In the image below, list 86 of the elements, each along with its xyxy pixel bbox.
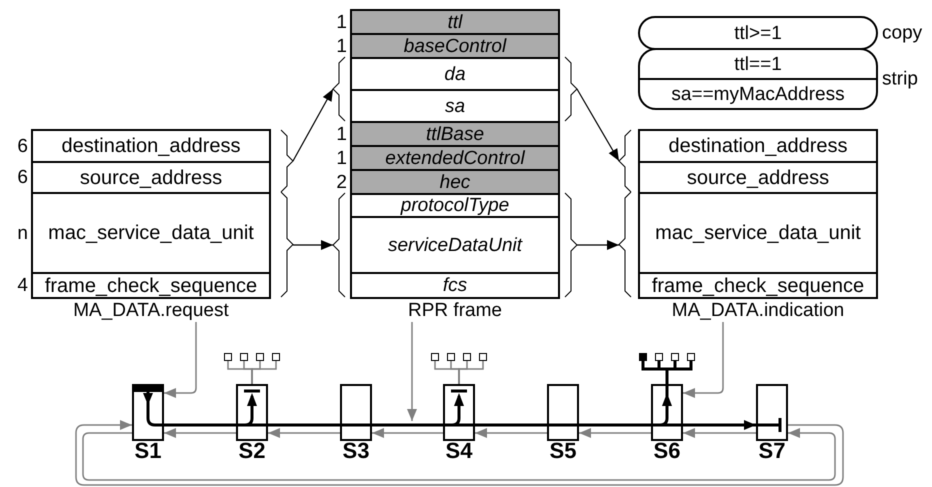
field-label: sa <box>444 96 466 116</box>
field-size: 2 <box>336 172 347 192</box>
leader-line <box>164 322 197 398</box>
ring-arrow <box>268 428 340 438</box>
frame-caption: MA_DATA.request <box>72 300 230 322</box>
action-label: copy <box>882 24 922 42</box>
field-label: da <box>444 64 466 84</box>
station-label: S2 <box>238 440 266 462</box>
field-label: ttl <box>448 12 462 32</box>
field-label: serviceDataUnit <box>388 236 522 254</box>
field-label: source_address <box>80 168 222 188</box>
ring-arrow <box>683 428 756 438</box>
field-label: hec <box>440 172 470 192</box>
port-square <box>447 353 455 361</box>
port-square <box>240 353 248 361</box>
station-label: S5 <box>550 440 576 462</box>
port-square <box>272 353 280 361</box>
ring-arrow <box>82 428 836 481</box>
frame-field <box>350 272 560 299</box>
arrow <box>576 88 620 162</box>
station-label: S7 <box>758 440 786 462</box>
ring-arrow <box>475 428 547 438</box>
field-label: fcs <box>442 276 468 295</box>
field-label: frame_check_sequence <box>44 276 258 296</box>
field-size: 6 <box>17 136 28 156</box>
field-label: frame_check_sequence <box>652 276 864 296</box>
frame-field <box>638 161 878 194</box>
field-label: source_address <box>686 168 830 188</box>
arrow <box>293 240 333 250</box>
frame-field <box>638 192 878 274</box>
frame-field <box>638 129 878 163</box>
tap-line <box>251 361 277 384</box>
station-label: S4 <box>446 440 472 462</box>
station-label: S1 <box>134 440 162 462</box>
action-label: strip <box>882 70 918 88</box>
field-label: destination_address <box>668 136 848 156</box>
condition-label: ttl>=1 <box>733 22 783 46</box>
port-square <box>431 353 439 361</box>
leader-line <box>407 322 417 421</box>
ring-arrow <box>579 428 651 438</box>
field-label: mac_service_data_unit <box>48 223 254 243</box>
condition-label: ttl==1 <box>733 52 783 76</box>
bus-line <box>683 420 756 430</box>
tap-line <box>458 361 484 384</box>
arrow <box>292 88 334 162</box>
arrow <box>577 240 619 250</box>
field-size: 1 <box>336 124 347 144</box>
field-label: mac_service_data_unit <box>655 223 861 243</box>
port-square <box>479 353 487 361</box>
field-size: 1 <box>336 36 347 56</box>
leader-line <box>683 322 724 398</box>
ring-arrow <box>75 420 844 486</box>
field-label: destination_address <box>61 136 240 156</box>
port-square <box>671 353 679 361</box>
field-label: protocolType <box>400 196 510 215</box>
frame-field <box>350 89 560 123</box>
port-square <box>256 353 264 361</box>
frame-field <box>638 272 878 299</box>
bus-line <box>164 424 236 426</box>
bus-line <box>268 424 340 426</box>
port-square <box>687 353 695 361</box>
frame-caption: RPR frame <box>407 300 503 322</box>
field-size: 1 <box>336 148 347 168</box>
frame-caption: MA_DATA.indication <box>670 300 846 322</box>
station-label: S6 <box>654 440 680 462</box>
frame-field <box>350 216 560 274</box>
field-label: extendedControl <box>385 148 525 168</box>
bus-line <box>579 424 651 426</box>
field-size: n <box>17 224 28 242</box>
ring-arrow <box>164 428 236 438</box>
ring-arrow <box>372 428 443 438</box>
field-size: 6 <box>17 168 28 187</box>
field-label: baseControl <box>404 36 506 56</box>
port-square <box>224 353 232 361</box>
port-square <box>639 353 647 361</box>
field-label: ttlBase <box>426 124 484 144</box>
field-size: 4 <box>17 276 28 295</box>
bus-line <box>475 424 547 426</box>
station-label: S3 <box>342 440 370 462</box>
field-size: 1 <box>336 12 347 32</box>
port-square <box>463 353 471 361</box>
condition-label: sa==myMacAddress <box>640 78 876 108</box>
frame-field <box>350 193 560 218</box>
port-square <box>655 353 663 361</box>
bus-line <box>372 424 443 426</box>
frame-field <box>350 57 560 91</box>
